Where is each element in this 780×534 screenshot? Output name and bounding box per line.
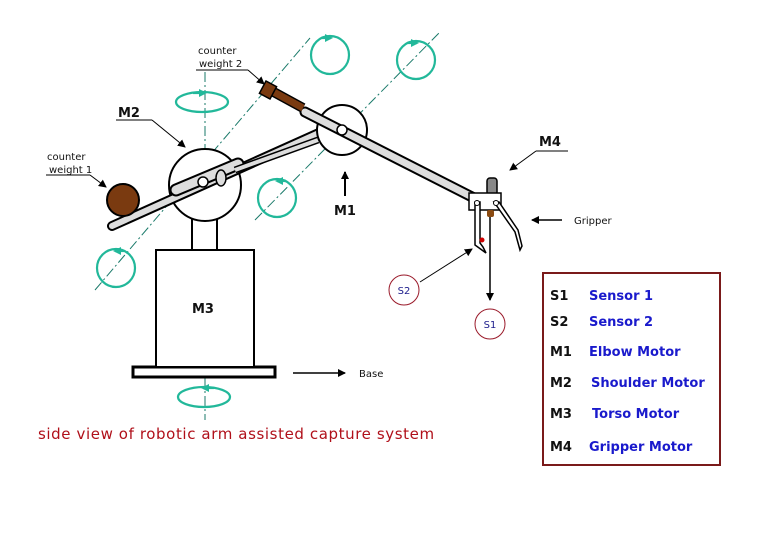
m2-label: M2 <box>118 106 140 121</box>
sensor-2-head <box>479 237 485 243</box>
s2-label: S2 <box>398 286 411 297</box>
gripper-finger-right <box>492 201 523 253</box>
legend-item: M4 Gripper Motor <box>550 440 693 455</box>
legend-key: M4 <box>550 440 572 455</box>
counterweight-1 <box>106 183 140 217</box>
legend-item: M3 Torso Motor <box>550 407 680 422</box>
leader-lines <box>46 69 568 377</box>
legend-value: Elbow Motor <box>589 345 681 360</box>
elbow-rotation-icon-left <box>309 34 351 76</box>
legend-item: M2 Shoulder Motor <box>550 376 705 391</box>
legend-key: S1 <box>550 289 568 304</box>
legend-key: S2 <box>550 315 568 330</box>
legend-item: S2 Sensor 2 <box>550 315 653 330</box>
legend-value: Sensor 1 <box>589 289 653 304</box>
counterweight-1-label-line1: counter <box>47 152 86 163</box>
legend: S1 Sensor 1 S2 Sensor 2 M1 Elbow Motor M… <box>542 272 721 466</box>
rotation-arrows <box>95 34 437 409</box>
m3-label: M3 <box>192 302 214 317</box>
legend-key: M1 <box>550 345 572 360</box>
base-rotation-icon <box>176 384 232 409</box>
legend-key: M3 <box>550 407 572 422</box>
legend-value: Gripper Motor <box>589 440 693 455</box>
m1-label: M1 <box>334 204 356 219</box>
parallel-link <box>233 136 320 174</box>
legend-value: Shoulder Motor <box>591 376 705 391</box>
gripper-label: Gripper <box>574 216 612 227</box>
legend-item: S1 Sensor 1 <box>550 289 653 304</box>
torso-rotation-icon <box>174 89 230 114</box>
legend-value: Sensor 2 <box>589 315 653 330</box>
sensor-1-head <box>487 210 494 217</box>
legend-box <box>542 272 721 466</box>
shoulder-rotation-icon-right <box>256 177 298 219</box>
legend-item: M1 Elbow Motor <box>550 345 681 360</box>
legend-key: M2 <box>550 376 572 391</box>
elbow-rotation-icon-right <box>395 39 437 81</box>
gripper <box>468 177 523 254</box>
diagram-caption: side view of robotic arm assisted captur… <box>38 425 435 443</box>
counterweight-2-label-line2: weight 2 <box>199 59 242 70</box>
s1-label: S1 <box>484 320 497 331</box>
base <box>131 214 277 379</box>
counterweight-2 <box>258 79 306 113</box>
forearm-link <box>299 106 484 206</box>
m4-label: M4 <box>539 135 561 150</box>
sensor-1-callout: S1 <box>474 308 506 340</box>
shoulder-rotation-icon-left <box>95 247 137 289</box>
torso-housing <box>155 249 255 368</box>
sensor-2-callout: S2 <box>388 274 420 306</box>
counterweight-2-label-line1: counter <box>198 46 237 57</box>
counterweight-1-label-line2: weight 1 <box>49 165 92 176</box>
legend-value: Torso Motor <box>592 407 680 422</box>
shoulder-slot <box>169 157 245 197</box>
gripper-finger-left <box>474 201 487 254</box>
base-label: Base <box>359 369 383 380</box>
